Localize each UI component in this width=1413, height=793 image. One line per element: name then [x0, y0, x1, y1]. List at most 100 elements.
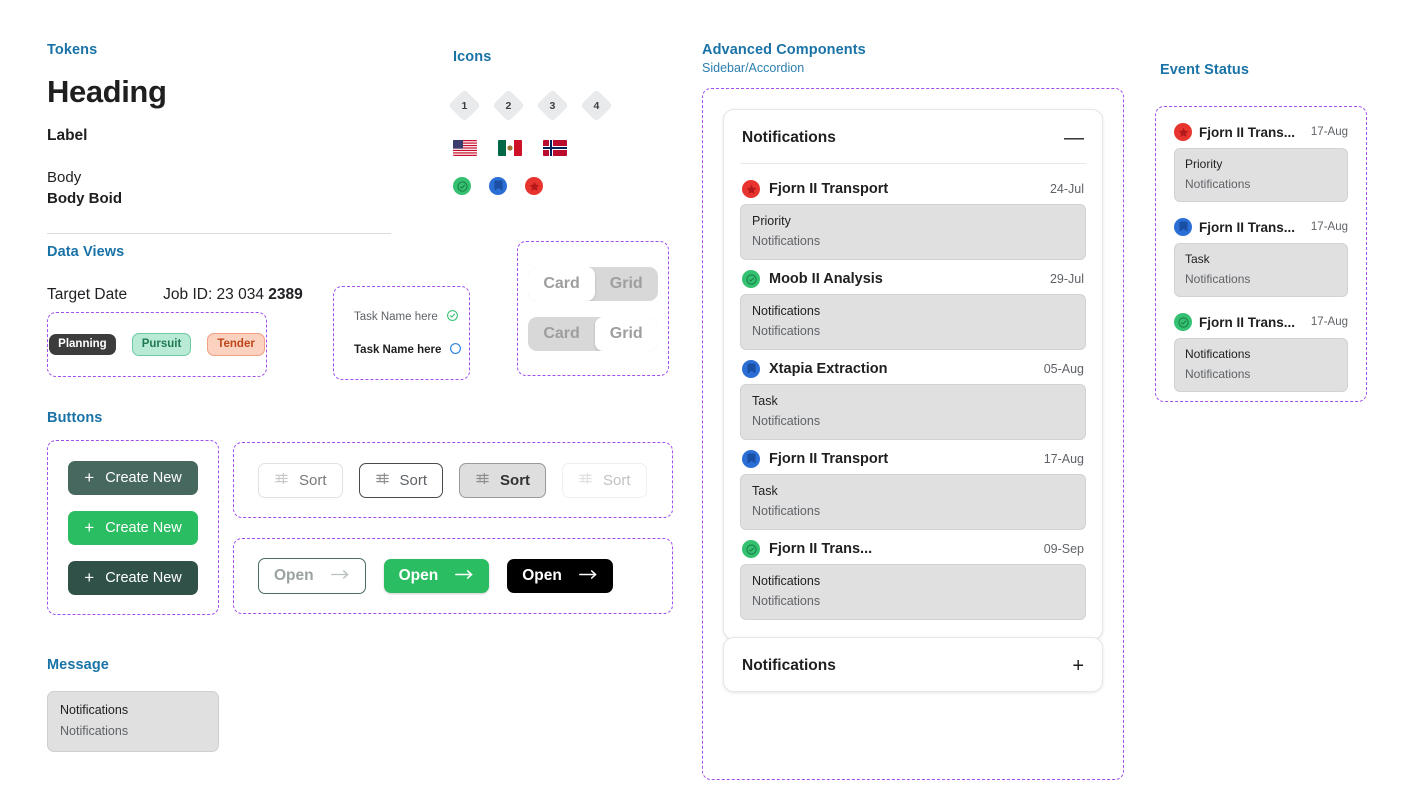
flags-row [453, 140, 653, 156]
event-row[interactable]: Fjorn II Trans... 17-Aug [1174, 313, 1348, 331]
message-card: Notifications Notifications [47, 691, 219, 752]
notification-name: Fjorn II Transport [769, 181, 889, 197]
notification-date: 29-Jul [1049, 272, 1084, 286]
create-new-button-dark[interactable]: + Create New [68, 560, 198, 595]
open-button-primary[interactable]: Open [383, 559, 490, 593]
advanced-section-title: Advanced Components [702, 42, 866, 58]
accordion-title: Notifications [742, 657, 836, 674]
job-id-label: Job ID: 23 034 2389 [163, 286, 303, 303]
task-name-label: Task Name here [354, 310, 438, 323]
notification-name: Moob II Analysis [769, 271, 883, 287]
event-date: 17-Aug [1310, 126, 1348, 138]
plus-icon[interactable]: + [1072, 655, 1084, 677]
divider [740, 163, 1086, 164]
minus-icon[interactable]: — [1064, 127, 1084, 149]
diamond-badge-3[interactable]: 3 [536, 89, 569, 122]
plus-icon: + [84, 468, 95, 487]
tokens-section: Tokens Heading Label Body Body Boid [47, 42, 407, 234]
sort-label: Sort [399, 471, 428, 489]
notification-row[interactable]: Moob II Analysis 29-Jul [740, 264, 1086, 294]
check-circle-icon [446, 309, 459, 325]
star-icon [525, 177, 543, 195]
star-icon [742, 180, 760, 198]
check-circle-icon [1174, 313, 1192, 331]
event-card-title: Priority [1185, 157, 1223, 171]
notification-card: Notifications Notifications [740, 564, 1086, 620]
notification-card-subtitle: Notifications [752, 414, 821, 428]
token-label-sample: Label [47, 127, 88, 144]
advanced-section-subtitle: Sidebar/Accordion [702, 61, 805, 75]
task-name-row[interactable]: Task Name here [354, 342, 469, 358]
flag-us-icon [453, 140, 477, 156]
notification-card-title: Task [752, 484, 778, 498]
flag-no-icon [543, 140, 567, 156]
toggle-option-card[interactable]: Card [528, 266, 595, 301]
accordion-header[interactable]: Notifications + [740, 638, 1086, 691]
event-row[interactable]: Fjorn II Trans... 17-Aug [1174, 123, 1348, 141]
notification-row[interactable]: Fjorn II Transport 17-Aug [740, 444, 1086, 474]
notification-card: Notifications Notifications [740, 294, 1086, 350]
diamond-label: 3 [549, 99, 556, 112]
notification-card-title: Notifications [752, 304, 821, 318]
bookmark-icon [742, 450, 760, 468]
bookmark-icon [742, 360, 760, 378]
notification-card-title: Priority [752, 214, 791, 228]
diamond-badge-1[interactable]: 1 [448, 89, 481, 122]
sort-icon [375, 471, 390, 490]
notification-card: Task Notifications [740, 474, 1086, 530]
open-buttons-group: Open Open Open [233, 538, 673, 614]
notification-row[interactable]: Fjorn II Trans... 09-Sep [740, 534, 1086, 564]
create-buttons-group: + Create New + Create New + Create New [47, 440, 219, 615]
accordion-expanded: Notifications — Fjorn II Transport 24-Ju… [723, 109, 1103, 640]
diamond-badge-2[interactable]: 2 [492, 89, 525, 122]
divider [47, 233, 391, 234]
diamond-badge-4[interactable]: 4 [580, 89, 613, 122]
sort-button-focus[interactable]: Sort [358, 462, 444, 498]
star-icon [1174, 123, 1192, 141]
create-new-button-primary[interactable]: + Create New [68, 510, 198, 545]
event-card-subtitle: Notifications [1185, 177, 1251, 191]
create-new-button-muted[interactable]: + Create New [68, 460, 198, 495]
bookmark-icon [489, 177, 507, 195]
message-title: Notifications [60, 703, 129, 717]
status-chips-group: Planning Pursuit Tender [47, 312, 267, 377]
message-subtitle: Notifications [60, 724, 129, 738]
advanced-components-section: Advanced Components Sidebar/Accordion No… [702, 42, 1132, 780]
chip-tender[interactable]: Tender [207, 332, 265, 357]
sort-button-default[interactable]: Sort [258, 462, 343, 498]
event-name: Fjorn II Trans... [1199, 314, 1296, 330]
notification-row[interactable]: Xtapia Extraction 05-Aug [740, 354, 1086, 384]
toggle-option-grid[interactable]: Grid [594, 316, 658, 351]
open-button-outline[interactable]: Open [258, 558, 366, 594]
accordion-title: Notifications [742, 129, 836, 146]
view-toggle-grid-selected[interactable]: Card Grid [528, 316, 658, 351]
event-card-title: Notifications [1185, 347, 1251, 361]
accordion-collapsed[interactable]: Notifications + [723, 637, 1103, 692]
data-views-section: Data Views Target Date Job ID: 23 034 23… [47, 241, 687, 380]
notification-name: Fjorn II Transport [769, 451, 889, 467]
open-button-black[interactable]: Open [507, 559, 613, 593]
event-name: Fjorn II Trans... [1199, 219, 1296, 235]
arrow-right-icon [330, 567, 350, 585]
task-name-label: Task Name here [354, 343, 442, 356]
chip-pursuit[interactable]: Pursuit [131, 332, 192, 357]
notification-date: 24-Jul [1049, 182, 1084, 196]
check-circle-icon [742, 540, 760, 558]
sort-button-active[interactable]: Sort [459, 462, 547, 498]
event-card-subtitle: Notifications [1185, 272, 1251, 286]
view-toggle-card-selected[interactable]: Card Grid [528, 266, 658, 301]
notification-date: 05-Aug [1043, 362, 1084, 376]
task-name-row[interactable]: Task Name here [354, 309, 469, 325]
toggle-option-grid[interactable]: Grid [609, 274, 643, 292]
notification-row[interactable]: Fjorn II Transport 24-Jul [740, 174, 1086, 204]
open-label: Open [274, 567, 314, 584]
accordion-header[interactable]: Notifications — [740, 110, 1086, 163]
data-views-section-title: Data Views [47, 244, 125, 260]
toggle-option-card[interactable]: Card [543, 324, 580, 342]
event-row[interactable]: Fjorn II Trans... 17-Aug [1174, 218, 1348, 236]
event-date: 17-Aug [1310, 221, 1348, 233]
sort-button-disabled[interactable]: Sort [562, 462, 647, 498]
chip-planning[interactable]: Planning [49, 333, 116, 356]
message-section: Message Notifications Notifications [47, 657, 347, 752]
